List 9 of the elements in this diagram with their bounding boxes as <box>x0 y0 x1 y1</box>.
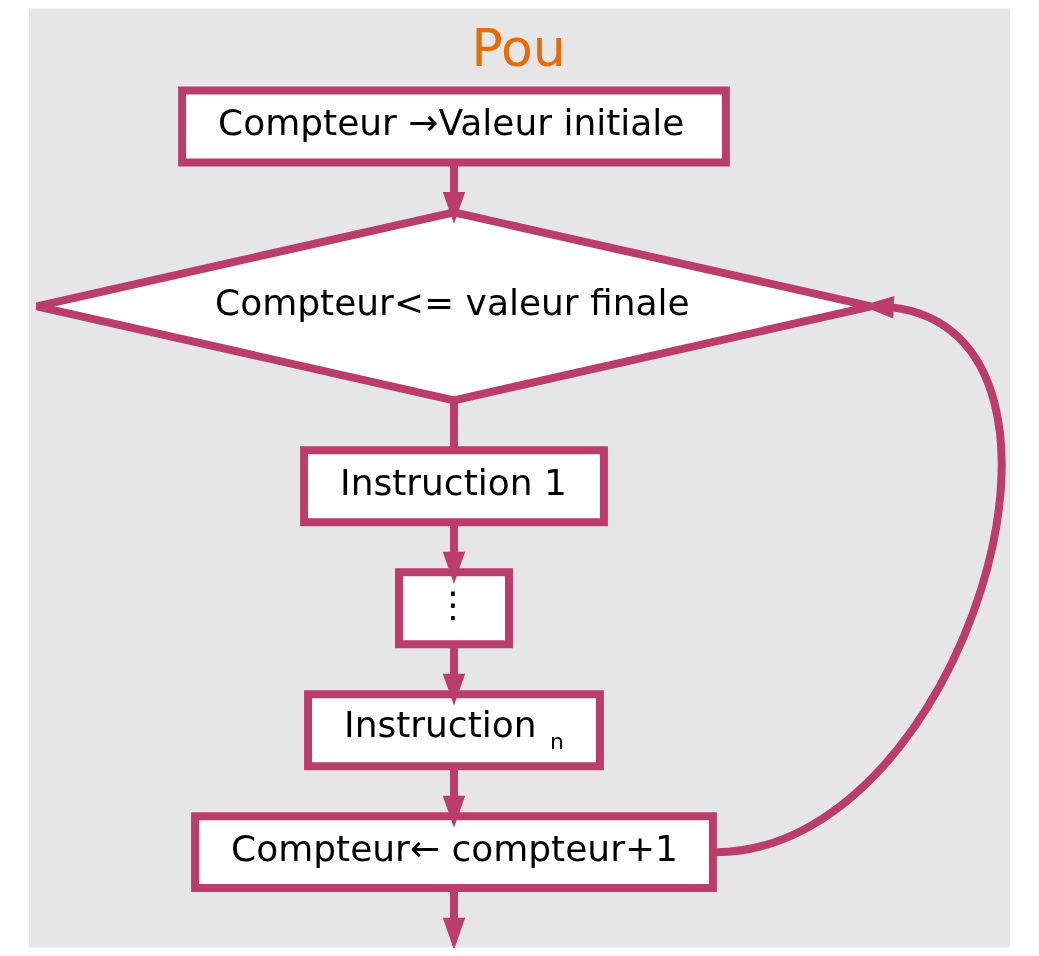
diagram-title: Pou <box>471 18 566 79</box>
node-box: ⋮ <box>395 568 513 649</box>
arrow <box>442 163 466 225</box>
connector <box>450 400 458 450</box>
node-box: Instruction $_{n}$ <box>304 690 604 771</box>
node-box: Instruction 1 <box>300 446 608 527</box>
node-box: Compteur← compteur+1 <box>191 812 717 893</box>
node-box: Compteur →Valeur initiale <box>178 86 730 167</box>
arrow <box>715 296 1006 857</box>
